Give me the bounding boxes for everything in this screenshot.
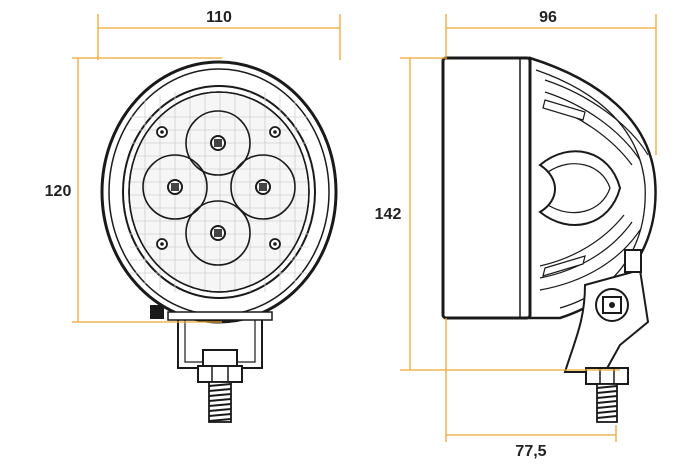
bezel — [122, 85, 316, 299]
side-view — [441, 56, 657, 385]
screw-icon — [156, 238, 168, 250]
screw-icon — [269, 238, 281, 250]
mount-depth-label: 77,5 — [515, 443, 546, 460]
side-height-label: 142 — [375, 206, 402, 223]
dimension-front-width: 110 — [97, 9, 341, 60]
led-optic-icon — [230, 154, 296, 220]
side-depth-label: 96 — [539, 9, 557, 26]
bezel-side — [441, 56, 532, 320]
dimension-front-height: 120 — [45, 57, 222, 323]
screw-icon — [269, 126, 281, 138]
led-optic-icon — [185, 200, 251, 266]
lens — [128, 91, 310, 293]
front-view — [100, 60, 338, 423]
threaded-bolt-icon — [596, 383, 618, 423]
screw-icon — [156, 126, 168, 138]
led-optic-icon — [185, 110, 251, 176]
dimension-side-height: 142 — [375, 57, 620, 371]
front-bracket — [150, 305, 273, 383]
front-height-label: 120 — [45, 183, 72, 200]
dimension-mount-depth: 77,5 — [445, 318, 617, 460]
front-width-label: 110 — [206, 9, 232, 26]
led-optic-icon — [142, 154, 208, 220]
threaded-bolt-icon — [208, 381, 232, 423]
dimension-side-depth: 96 — [445, 9, 657, 155]
side-recess — [538, 150, 622, 226]
